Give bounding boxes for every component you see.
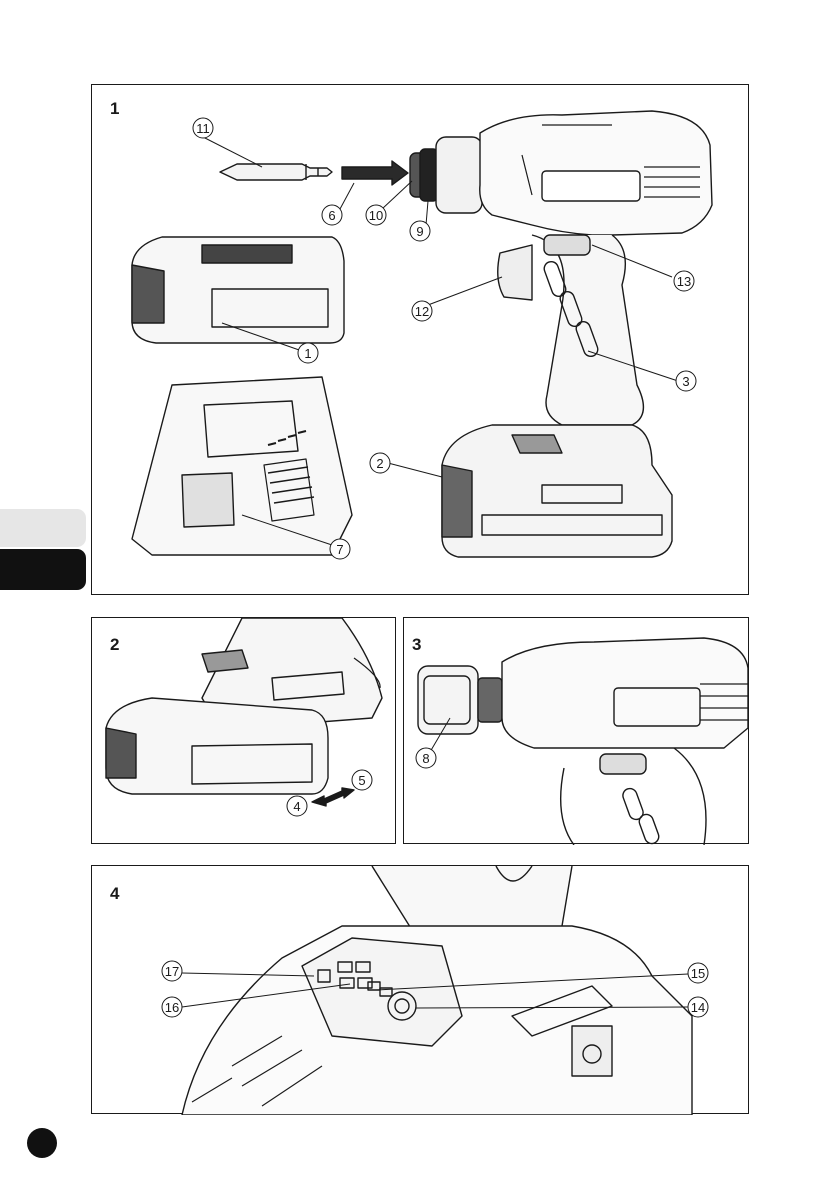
callout-17: 17 — [165, 964, 179, 979]
callout-14: 14 — [691, 1000, 705, 1015]
figure-3-panel: 3 8 — [403, 617, 749, 844]
tool-chuck — [410, 137, 482, 213]
figure-3-drawing: 8 — [404, 618, 750, 845]
callout-9: 9 — [416, 224, 423, 239]
section-tab-active — [0, 549, 86, 590]
figure-1-panel: 1 — [91, 84, 749, 595]
callout-13: 13 — [677, 274, 691, 289]
drill-battery — [442, 425, 672, 557]
callout-15: 15 — [691, 966, 705, 981]
section-tab-inactive — [0, 509, 86, 547]
figure-3-callout-labels: 8 — [422, 751, 429, 766]
callout-3: 3 — [682, 374, 689, 389]
callout-2: 2 — [376, 456, 383, 471]
arrow-right-icon — [342, 161, 408, 185]
screwdriver-bit — [220, 164, 332, 180]
figure-2-drawing: 5 4 — [92, 618, 397, 845]
figure-1-drawing: 11 6 10 9 13 12 1 3 2 7 — [92, 85, 750, 596]
figure-4-drawing: 17 15 16 14 — [92, 866, 750, 1115]
callout-11: 11 — [196, 121, 210, 136]
callout-12: 12 — [415, 304, 429, 319]
page-marker — [27, 1128, 57, 1158]
callout-5: 5 — [358, 773, 365, 788]
callout-1: 1 — [304, 346, 311, 361]
callout-6: 6 — [328, 208, 335, 223]
figure-4-panel: 4 — [91, 865, 749, 1114]
callout-7: 7 — [336, 542, 343, 557]
callout-8: 8 — [422, 751, 429, 766]
figure-2-panel: 2 5 4 — [91, 617, 396, 844]
battery-pack — [132, 237, 344, 343]
charger — [132, 377, 352, 555]
callout-4: 4 — [293, 799, 300, 814]
callout-10: 10 — [369, 208, 383, 223]
callout-16: 16 — [165, 1000, 179, 1015]
